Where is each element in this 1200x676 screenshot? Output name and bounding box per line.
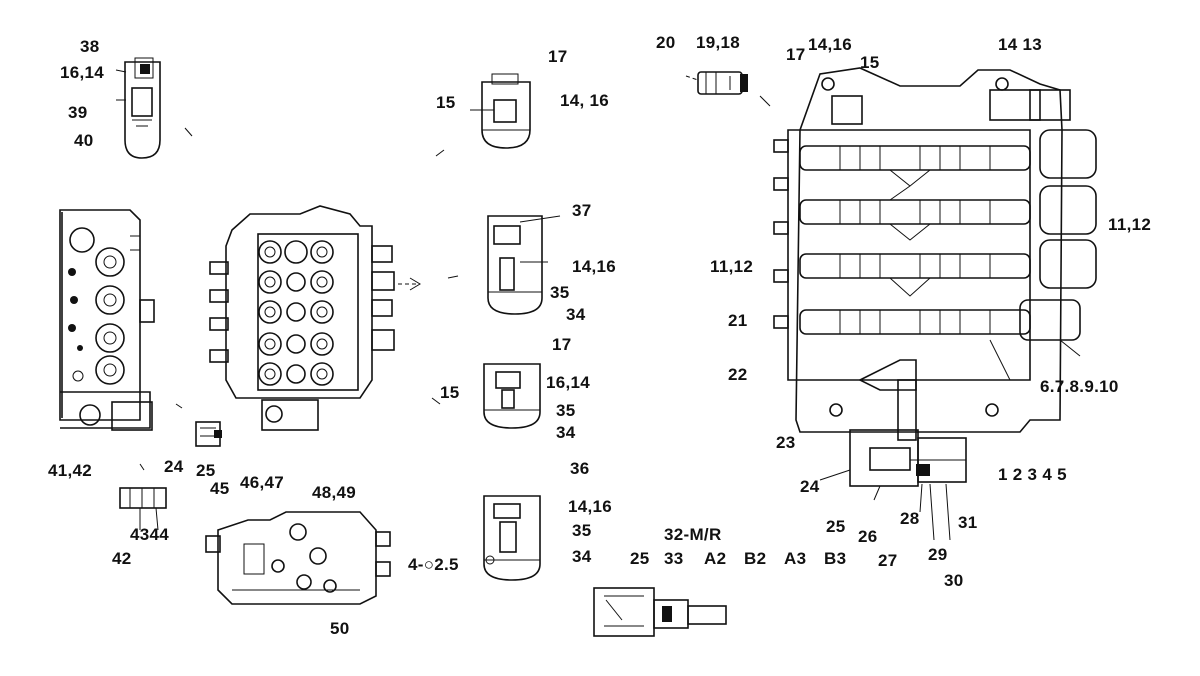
part-label-36: 36 xyxy=(570,459,590,478)
part-label-14-13: 14 13 xyxy=(998,35,1043,54)
part-label-45: 45 xyxy=(210,479,230,498)
part-label-30: 30 xyxy=(944,571,964,590)
part-label-6-10: 6.7.8.9.10 xyxy=(1040,377,1119,396)
part-label-4-2-5: 4-○2.5 xyxy=(408,555,459,574)
top-plug-part xyxy=(685,71,771,107)
part-label-34: 34 xyxy=(556,423,576,442)
port-label-b3: B3 xyxy=(824,549,847,568)
part-label-43-44: 4344 xyxy=(130,525,170,544)
part-label-15: 15 xyxy=(860,53,880,72)
part-label-15: 15 xyxy=(436,93,456,112)
part-label-24: 24 xyxy=(164,457,184,476)
part-label-14-16: 14, 16 xyxy=(560,91,610,110)
small-plug-part xyxy=(119,487,167,531)
middle-valve-part-3 xyxy=(483,495,541,581)
part-label-48-49: 48,49 xyxy=(312,483,357,502)
part-label-17: 17 xyxy=(552,335,572,354)
part-label-21: 21 xyxy=(728,311,748,330)
small-fitting-part xyxy=(139,403,222,471)
part-label-40: 40 xyxy=(74,131,94,150)
right-valve-body xyxy=(773,67,1097,441)
part-label-42: 42 xyxy=(112,549,132,568)
part-label-31: 31 xyxy=(958,513,978,532)
part-label-25: 25 xyxy=(196,461,216,480)
part-label-28: 28 xyxy=(900,509,920,528)
part-label-1-5: 1 2 3 4 5 xyxy=(998,465,1067,484)
top-left-valve-part xyxy=(115,57,193,159)
part-label-50: 50 xyxy=(330,619,350,638)
part-label-39: 39 xyxy=(68,103,88,122)
part-label-25: 25 xyxy=(630,549,650,568)
part-label-35: 35 xyxy=(550,283,570,302)
left-valve-block xyxy=(59,209,155,431)
part-label-34: 34 xyxy=(566,305,586,324)
part-label-17: 17 xyxy=(548,47,568,66)
port-label-a2: A2 xyxy=(704,549,727,568)
part-label-26: 26 xyxy=(858,527,878,546)
middle-valve-part-2 xyxy=(431,363,541,429)
part-label-14-16: 14,16 xyxy=(808,35,853,54)
part-label-22: 22 xyxy=(728,365,748,384)
part-label-35: 35 xyxy=(572,521,592,540)
part-label-19-18: 19,18 xyxy=(696,33,741,52)
part-label-46-47: 46,47 xyxy=(240,473,285,492)
part-label-37: 37 xyxy=(572,201,592,220)
part-label-35: 35 xyxy=(556,401,576,420)
part-label-24: 24 xyxy=(800,477,820,496)
part-label-11-12: 11,12 xyxy=(1108,215,1152,234)
part-label-11-12: 11,12 xyxy=(710,257,754,276)
part-label-16-14: 16,14 xyxy=(546,373,591,392)
part-label-15: 15 xyxy=(440,383,460,402)
part-label-17: 17 xyxy=(786,45,806,64)
part-label-32-m-r: 32-M/R xyxy=(664,525,722,544)
middle-valve-part-1 xyxy=(487,215,561,315)
part-label-25: 25 xyxy=(826,517,846,536)
part-label-20: 20 xyxy=(656,33,676,52)
part-label-29: 29 xyxy=(928,545,948,564)
part-label-41-42: 41,42 xyxy=(48,461,93,480)
part-label-27: 27 xyxy=(878,551,898,570)
part-label-14-16: 14,16 xyxy=(572,257,617,276)
part-label-14-16: 14,16 xyxy=(568,497,613,516)
top-middle-valve-part xyxy=(435,73,531,157)
part-label-34: 34 xyxy=(572,547,592,566)
port-label-a3: A3 xyxy=(784,549,807,568)
relief-valve-part xyxy=(819,429,967,541)
part-label-16-14: 16,14 xyxy=(60,63,105,82)
bottom-valve-block xyxy=(205,511,391,605)
part-label-38: 38 xyxy=(80,37,100,56)
part-label-23: 23 xyxy=(776,433,796,452)
part-label-33: 33 xyxy=(664,549,684,568)
center-valve-block xyxy=(209,205,459,431)
bottom-center-valve xyxy=(593,587,727,637)
port-label-b2: B2 xyxy=(744,549,767,568)
